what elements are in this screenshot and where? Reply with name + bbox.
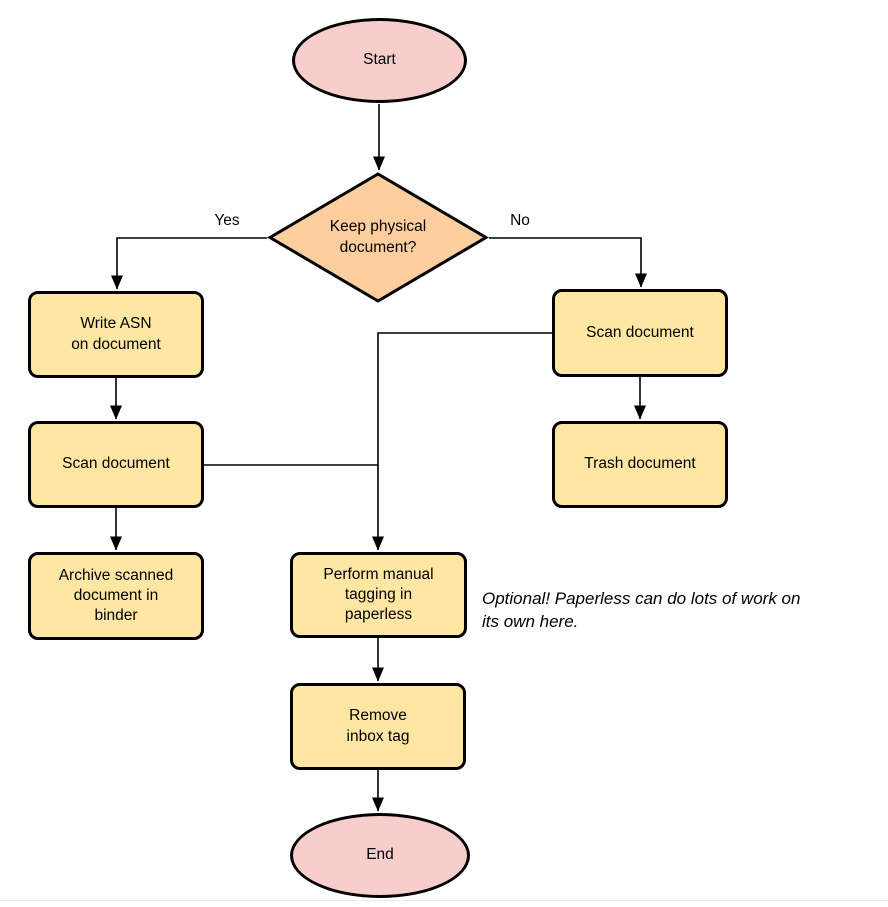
edge-label-yes: Yes <box>214 212 240 229</box>
node-archive: Archive scanned document in binder <box>28 552 204 640</box>
edge-label-no: No <box>510 212 530 229</box>
node-end-label: End <box>366 846 394 864</box>
node-remove-inbox: Remove inbox tag <box>290 683 466 770</box>
node-end: End <box>290 813 470 898</box>
node-decision-label: Keep physical document? <box>329 218 427 256</box>
edge-decision-write-asn <box>111 237 267 290</box>
node-scan-left: Scan document <box>28 421 204 508</box>
node-scan-right: Scan document <box>552 289 728 377</box>
node-archive-label: Archive scanned document in binder <box>58 566 174 625</box>
node-remove-inbox-label: Remove inbox tag <box>346 707 410 745</box>
node-scan-left-label: Scan document <box>62 455 170 473</box>
annotation-note: Optional! Paperless can do lots of work … <box>482 589 801 631</box>
node-trash-label: Trash document <box>584 455 696 473</box>
edge-decision-scan-right <box>489 237 647 288</box>
node-decision: Keep physical document? <box>267 172 489 303</box>
node-start: Start <box>292 18 467 103</box>
node-write-asn-label: Write ASN on document <box>71 315 161 353</box>
node-start-label: Start <box>363 51 396 69</box>
node-tagging: Perform manual tagging in paperless <box>290 552 467 638</box>
edge-scan-right-tagging <box>372 332 552 551</box>
node-write-asn: Write ASN on document <box>28 291 204 378</box>
node-tagging-label: Perform manual tagging in paperless <box>323 565 434 624</box>
bottom-divider <box>0 900 888 901</box>
node-trash: Trash document <box>552 421 728 508</box>
node-scan-right-label: Scan document <box>586 323 694 341</box>
decision-diamond-shape <box>267 172 489 303</box>
